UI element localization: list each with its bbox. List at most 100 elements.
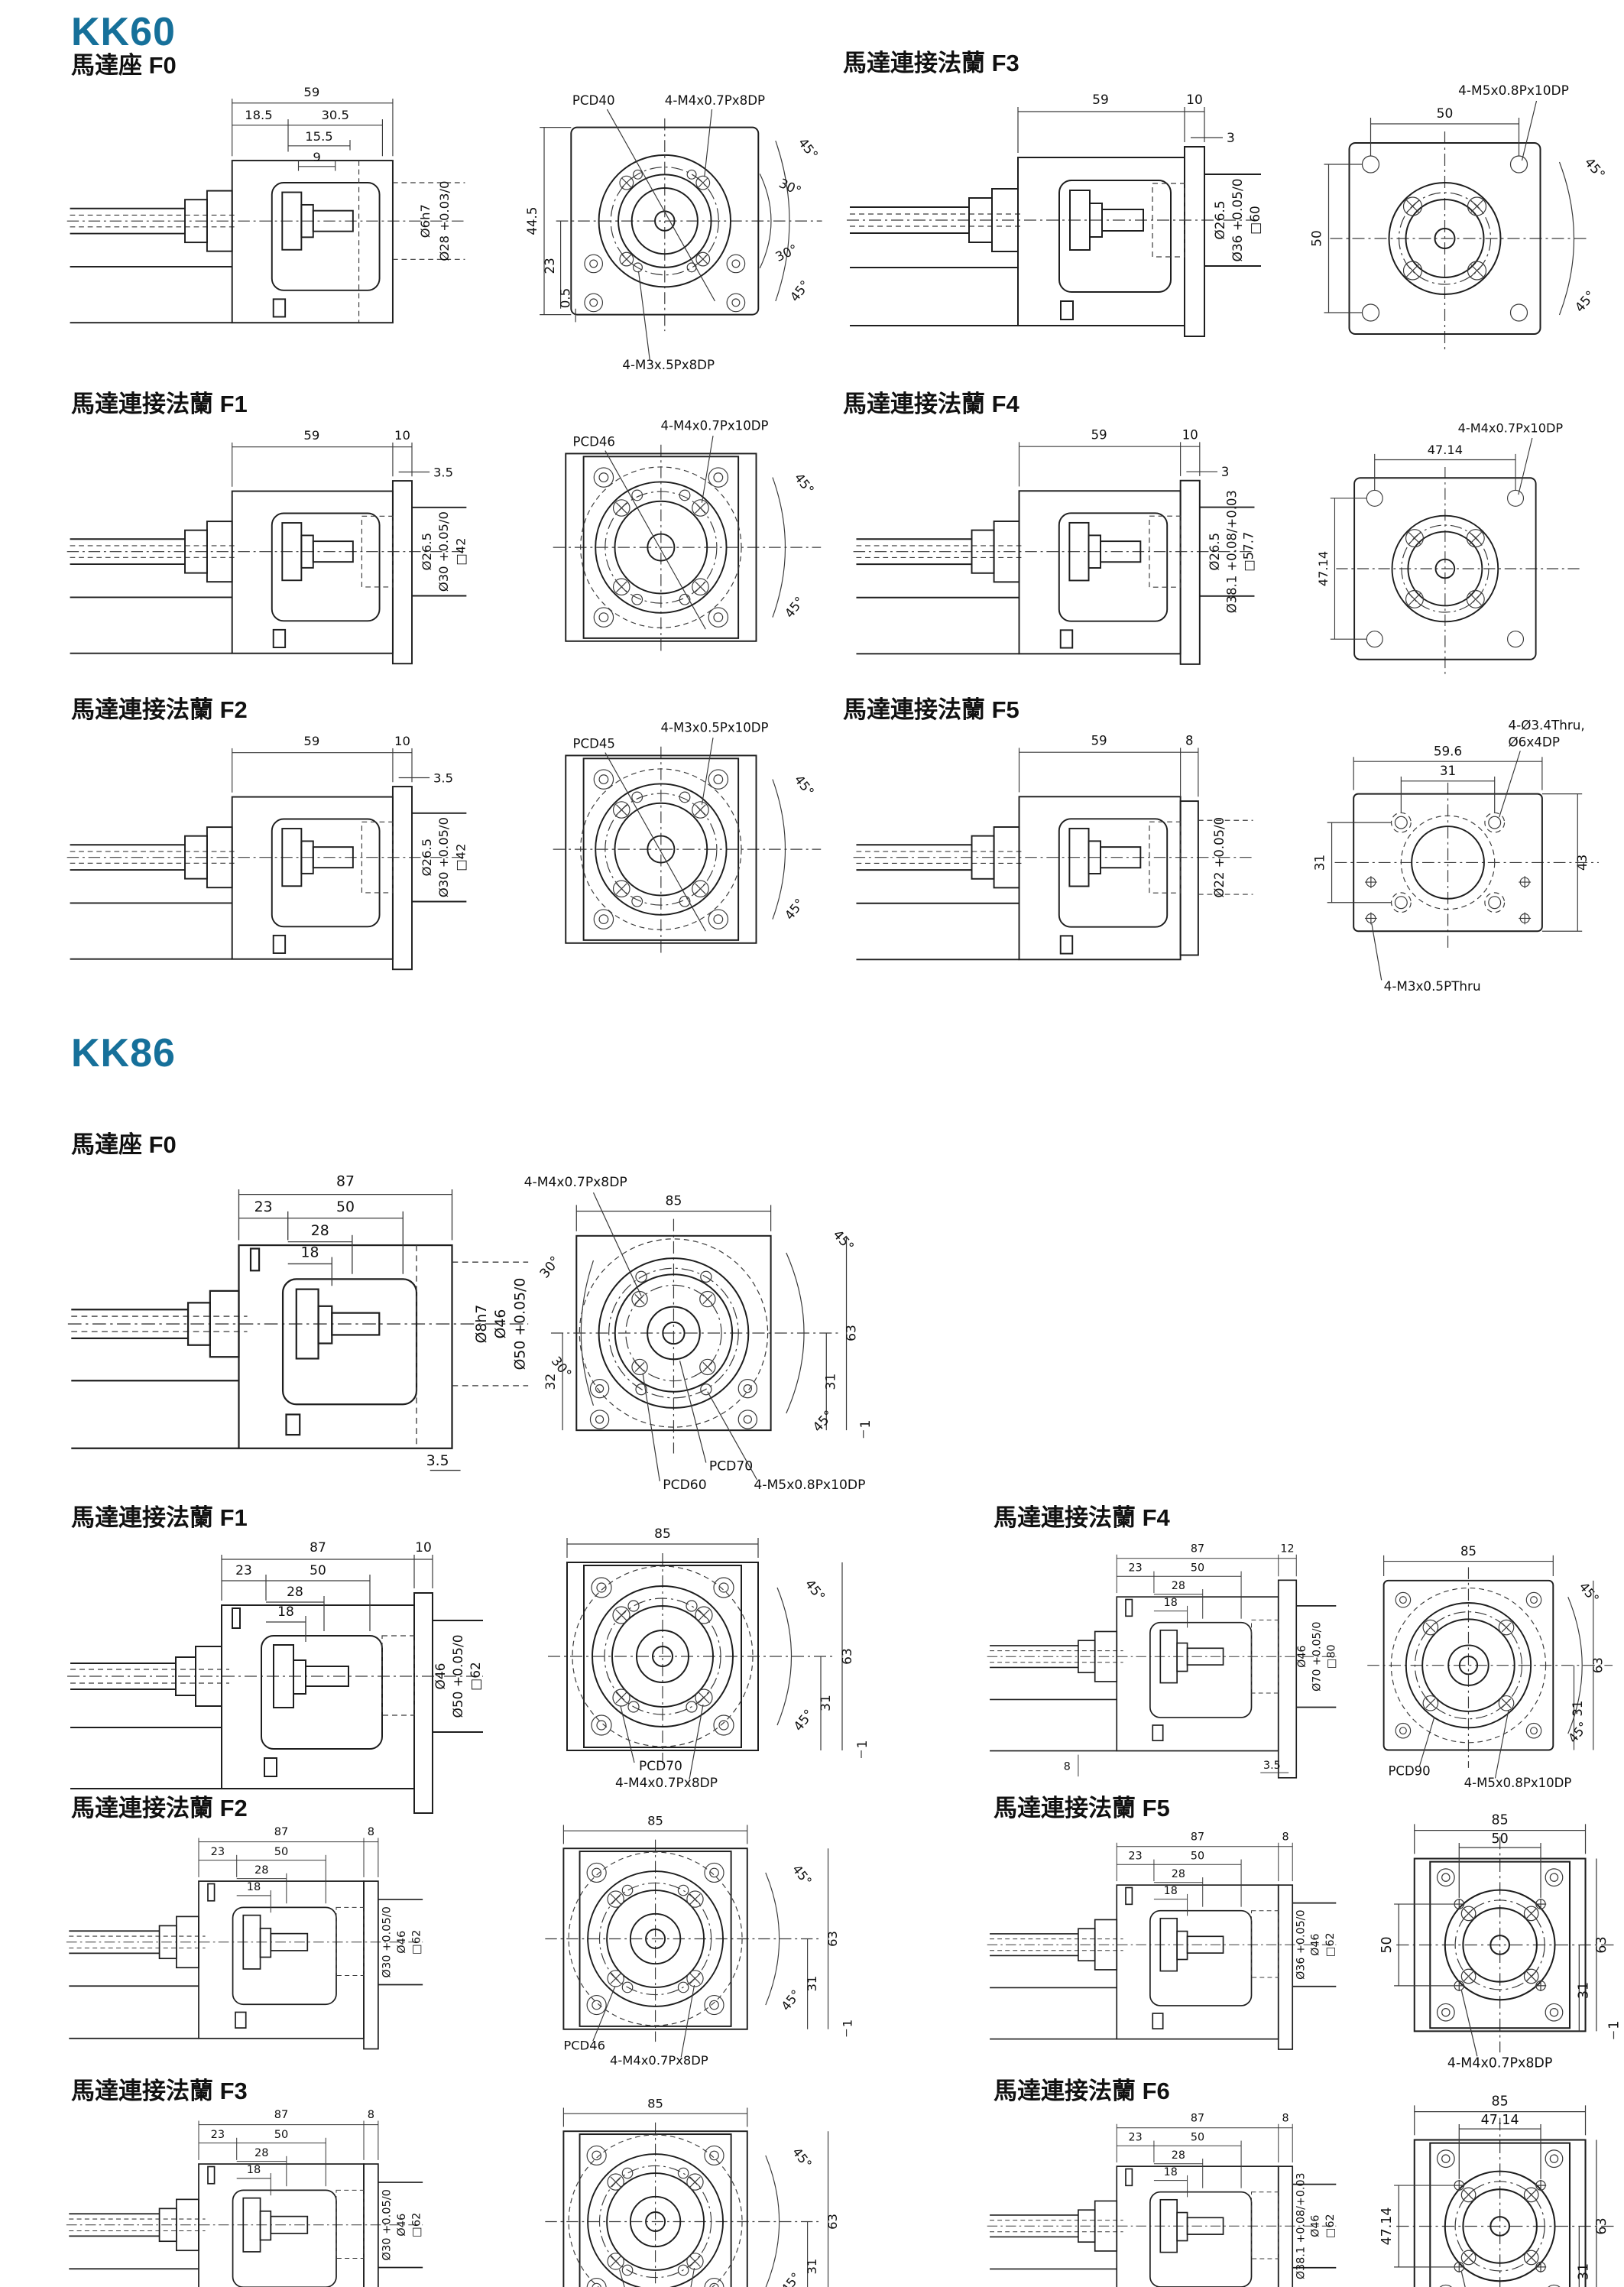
angle-label: 30° bbox=[537, 1254, 563, 1281]
section-title-kk60-f3: 馬達連接法蘭 F3 bbox=[843, 50, 1019, 76]
dim-label: Ø26.5 bbox=[1213, 200, 1228, 239]
dim-label: 47.14 bbox=[1316, 551, 1331, 586]
series-heading-kk86: KK86 bbox=[71, 1031, 176, 1075]
dim-label: 1 bbox=[855, 1740, 870, 1749]
side-view-drawing: 87 23 50 28 18 Ø8h7 Ø46 Ø50 +0.05/0 3.5 bbox=[67, 1174, 529, 1471]
dim-label: 85 bbox=[647, 2096, 663, 2110]
dim-label: 50 bbox=[1310, 230, 1325, 247]
front-view-drawing: PCD45 4-M3x0.5Px10DP 45° 45° bbox=[553, 720, 822, 957]
dim-label: Ø46 bbox=[433, 1663, 449, 1689]
angle-label: 45° bbox=[792, 470, 817, 497]
dim-label: Ø70 +0.05/0 bbox=[1311, 1621, 1323, 1691]
side-view-drawing: 87 10 23 50 28 18 Ø46 Ø50 +0.05/0 □62 bbox=[67, 1540, 484, 1814]
dim-label: Ø30 +0.05/0 bbox=[436, 817, 451, 897]
angle-label: 45° bbox=[802, 1577, 828, 1604]
dim-label: 50 bbox=[1191, 2132, 1204, 2144]
angle-label: 45° bbox=[796, 135, 821, 162]
front-view-drawing: 85 45° 45° 31 63 PCD90 4-M5x0.8Px10DP bbox=[1367, 1544, 1613, 1790]
dim-label: 47.14 bbox=[1379, 2207, 1395, 2245]
dim-label: 3.5 bbox=[433, 465, 453, 479]
dim-label: 87 bbox=[336, 1174, 355, 1190]
section-title-kk86-f4: 馬達連接法蘭 F4 bbox=[994, 1504, 1170, 1531]
dim-label: 31 bbox=[818, 1695, 834, 1711]
dim-label: Ø30 +0.05/0 bbox=[436, 511, 451, 592]
dim-label: 23 bbox=[254, 1199, 273, 1215]
dim-label: 47.14 bbox=[1481, 2113, 1519, 2128]
dim-label: Ø50 +0.05/0 bbox=[451, 1634, 466, 1718]
front-view-drawing: 85 45° 45° 63 31 1 PCD46 4-M4x0.7Px8DP bbox=[545, 1813, 854, 2068]
note-label: Ø6x4DP bbox=[1508, 734, 1559, 749]
dim-label: Ø22 +0.05/0 bbox=[1212, 817, 1227, 898]
angle-label: 45° bbox=[789, 2145, 815, 2172]
pcd-label: PCD70 bbox=[709, 1459, 753, 1474]
dim-label: 63 bbox=[1594, 2217, 1609, 2234]
angle-label: 45° bbox=[782, 896, 807, 923]
dim-label: 18 bbox=[247, 1880, 261, 1893]
dim-label: 31 bbox=[1577, 1982, 1592, 1999]
dim-label: 50 bbox=[274, 1845, 289, 1858]
dim-label: 28 bbox=[287, 1585, 303, 1600]
dim-label: 23 bbox=[1129, 1562, 1143, 1575]
section-title-kk60-f4: 馬達連接法蘭 F4 bbox=[843, 391, 1019, 417]
dim-label: 23 bbox=[1129, 1851, 1143, 1863]
dim-label: Ø36 +0.05/0 bbox=[1230, 178, 1246, 261]
dim-label: □62 bbox=[468, 1662, 484, 1691]
dim-label: 31 bbox=[823, 1374, 838, 1390]
dim-label: 63 bbox=[825, 2214, 840, 2230]
dim-label: 18 bbox=[301, 1245, 319, 1261]
dim-label: 85 bbox=[1460, 1544, 1477, 1559]
dim-label: Ø26.5 bbox=[420, 839, 434, 876]
pcd-label: PCD70 bbox=[639, 1759, 682, 1774]
dim-label: 1 bbox=[840, 2019, 854, 2027]
dim-label: 87 bbox=[274, 2108, 289, 2121]
dim-label: 63 bbox=[825, 1931, 840, 1947]
dim-label: 28 bbox=[254, 2146, 269, 2159]
dim-label: 43 bbox=[1574, 855, 1590, 871]
dim-label: 1 bbox=[858, 1420, 874, 1429]
dim-label: 85 bbox=[1492, 1813, 1509, 1828]
tap-label: 4-M5x0.8Px10DP bbox=[1464, 1776, 1572, 1790]
side-view-drawing: 59 10 3 Ø26.5 Ø36 +0.05/0 □60 bbox=[847, 92, 1263, 337]
section-title-kk86-f2: 馬達連接法蘭 F2 bbox=[71, 1795, 248, 1821]
dim-label: 10 bbox=[415, 1540, 432, 1555]
dim-label: 44.5 bbox=[525, 207, 540, 235]
dim-label: 31 bbox=[1577, 2263, 1592, 2280]
dim-label: 87 bbox=[274, 1825, 289, 1838]
dim-label: 8 bbox=[1064, 1761, 1071, 1773]
dim-label: 0.5 bbox=[558, 288, 572, 309]
tap-label: 4-M3x0.5PThru bbox=[1384, 978, 1481, 994]
dim-label: 47.14 bbox=[1428, 443, 1463, 457]
dim-label: 18 bbox=[277, 1604, 294, 1620]
dim-label: 85 bbox=[647, 1813, 663, 1828]
dim-label: 3.5 bbox=[433, 770, 453, 785]
dim-label: 59 bbox=[303, 428, 319, 443]
dim-label: 50 bbox=[336, 1199, 355, 1215]
dim-label: Ø46 bbox=[395, 1931, 408, 1954]
dim-label: 50 bbox=[1191, 1562, 1204, 1575]
tap-label: 4-M4x0.7Px8DP bbox=[1447, 2056, 1552, 2071]
dim-label: 23 bbox=[543, 258, 557, 274]
dim-label: Ø38.1 +0.08/+0.03 bbox=[1295, 2172, 1307, 2279]
section-title-kk86-f5: 馬達連接法蘭 F5 bbox=[994, 1795, 1170, 1821]
section-title-kk86-f6: 馬達連接法蘭 F6 bbox=[994, 2078, 1170, 2104]
front-view-drawing: 85 50 50 63 31 1 4-M4x0.7Px8DP bbox=[1379, 1813, 1622, 2071]
side-view-drawing: 87 8 23 50 28 18 Ø38.1 +0.08/+0.03 Ø46 □… bbox=[987, 2112, 1337, 2287]
dim-label: 3.5 bbox=[426, 1453, 449, 1469]
dim-label: 3 bbox=[1221, 465, 1229, 479]
dim-label: 10 bbox=[394, 428, 410, 443]
dim-label: Ø26.5 bbox=[420, 533, 434, 570]
tap-label: 4-M4x0.7Px10DP bbox=[660, 418, 768, 433]
dim-label: 59.6 bbox=[1434, 743, 1462, 758]
dim-label: 50 bbox=[274, 2128, 289, 2141]
note-label: 4-Ø3.4Thru, bbox=[1508, 718, 1584, 733]
dim-label: 50 bbox=[1492, 1831, 1509, 1847]
dim-label: 8 bbox=[368, 1825, 374, 1838]
tap-label: 4-M4x0.7Px10DP bbox=[1458, 420, 1564, 435]
dim-label: 50 bbox=[1437, 106, 1454, 122]
angle-label: 30° bbox=[773, 242, 800, 264]
dim-label: 9 bbox=[313, 150, 320, 164]
dim-label: 50 bbox=[1379, 1936, 1395, 1953]
angle-label: 45° bbox=[782, 594, 807, 621]
dim-label: 59 bbox=[303, 85, 319, 99]
dim-label: 28 bbox=[1172, 1580, 1185, 1592]
